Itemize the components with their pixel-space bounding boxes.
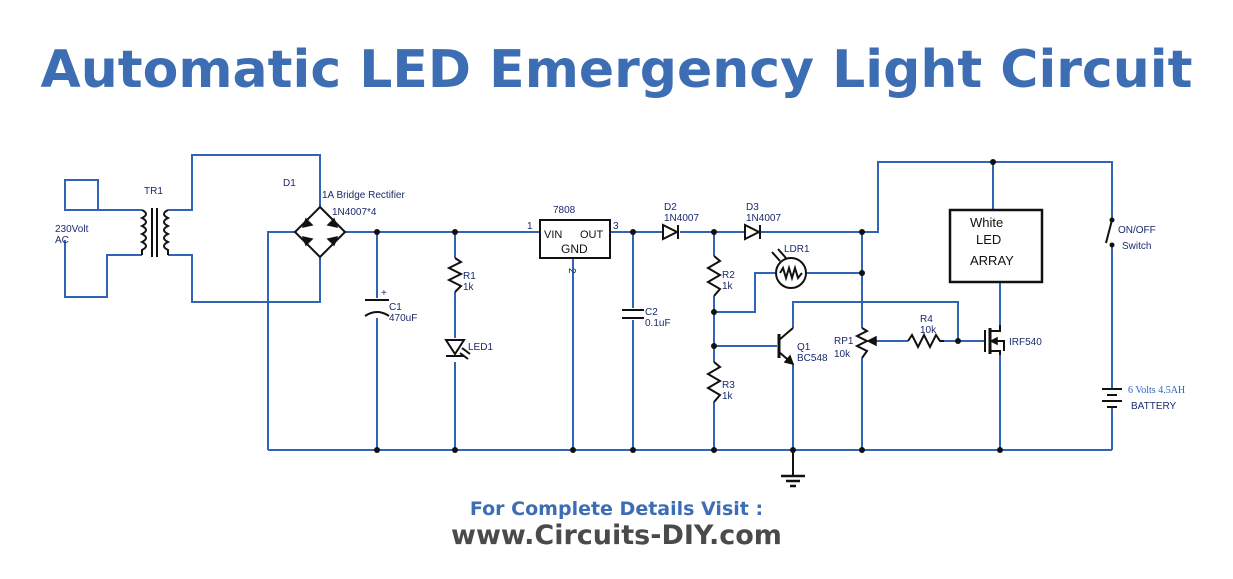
visit-label: For Complete Details Visit : [469, 498, 764, 520]
c1-value: 470uF [389, 313, 417, 324]
led-led1: LED1 [444, 339, 493, 360]
rp1-value: 10k [834, 349, 851, 360]
battery-label: BATTERY [1131, 401, 1177, 412]
on-off-switch: ON/OFF Switch [1105, 217, 1156, 252]
resistor-r3: R3 1k [706, 361, 735, 403]
r2-label: R2 [722, 270, 735, 281]
r4-label: R4 [920, 314, 933, 325]
regulator-pin2: 2 [566, 268, 577, 274]
regulator-pin1: 1 [527, 221, 533, 232]
r1-value: 1k [463, 282, 475, 293]
transistor-q1: Q1 BC548 [777, 327, 828, 366]
c2-value: 0.1uF [645, 318, 671, 329]
bridge-diode-label: 1N4007*4 [332, 207, 377, 218]
svg-text:+: + [381, 288, 387, 299]
junction-dots [374, 159, 1003, 453]
regulator-vin: VIN [544, 229, 562, 241]
resistor-r1: R1 1k [446, 257, 476, 293]
potentiometer-rp1: RP1 10k [834, 327, 877, 360]
regulator-pin3: 3 [613, 221, 619, 232]
ac-input: 230Volt AC [55, 224, 89, 246]
capacitor-c2: C2 0.1uF [622, 307, 671, 329]
ac-type-label: AC [55, 235, 69, 246]
white-led-array: White LED ARRAY [948, 208, 1044, 284]
battery: 6 Volts 4.5AH BATTERY [1102, 385, 1185, 412]
led1-label: LED1 [468, 342, 493, 353]
tr1-label: TR1 [144, 186, 163, 197]
mosfet-label: IRF540 [1009, 337, 1042, 348]
diode-d2: D2 1N4007 [662, 202, 699, 241]
regulator-out: OUT [580, 229, 604, 241]
led-array-line2: LED [976, 232, 1001, 247]
resistor-r2: R2 1k [706, 255, 735, 297]
q1-label: Q1 [797, 342, 811, 353]
page-title: Automatic LED Emergency Light Circuit [40, 40, 1193, 100]
r4-value: 10k [920, 325, 937, 336]
d2-label: D2 [664, 202, 677, 213]
led-array-line1: White [970, 215, 1003, 230]
q1-value: BC548 [797, 353, 828, 364]
ldr-ldr1: LDR1 [771, 244, 810, 289]
switch-label-2: Switch [1122, 241, 1151, 252]
regulator-gnd: GND [561, 242, 588, 256]
led-array-line3: ARRAY [970, 253, 1014, 268]
website-link[interactable]: www.Circuits-DIY.com [451, 520, 782, 551]
d3-value: 1N4007 [746, 213, 781, 224]
battery-rating: 6 Volts 4.5AH [1128, 385, 1185, 396]
diode-d3: D3 1N4007 [744, 202, 781, 241]
r3-value: 1k [722, 391, 734, 402]
c1-label: C1 [389, 302, 402, 313]
ldr1-label: LDR1 [784, 244, 810, 255]
capacitor-c1: + C1 470uF [364, 288, 417, 324]
bridge-rectifier-d1: D1 1A Bridge Rectifier 1N4007*4 [283, 178, 405, 259]
wires [64, 154, 1113, 476]
rp1-label: RP1 [834, 336, 854, 347]
d1-label: D1 [283, 178, 296, 189]
r2-value: 1k [722, 281, 734, 292]
c2-label: C2 [645, 307, 658, 318]
switch-label-1: ON/OFF [1118, 225, 1156, 236]
mosfet-irf540: IRF540 [984, 325, 1042, 355]
regulator-name: 7808 [553, 205, 576, 216]
resistor-r4: R4 10k [907, 314, 944, 350]
transformer-tr1: TR1 [139, 186, 171, 257]
d2-value: 1N4007 [664, 213, 699, 224]
voltage-regulator-7808: 7808 VIN OUT GND 1 3 2 [527, 205, 619, 274]
bridge-type-label: 1A Bridge Rectifier [322, 190, 405, 201]
r3-label: R3 [722, 380, 735, 391]
ground-symbol [781, 474, 805, 488]
d3-label: D3 [746, 202, 759, 213]
ac-voltage-label: 230Volt [55, 224, 89, 235]
r1-label: R1 [463, 271, 476, 282]
